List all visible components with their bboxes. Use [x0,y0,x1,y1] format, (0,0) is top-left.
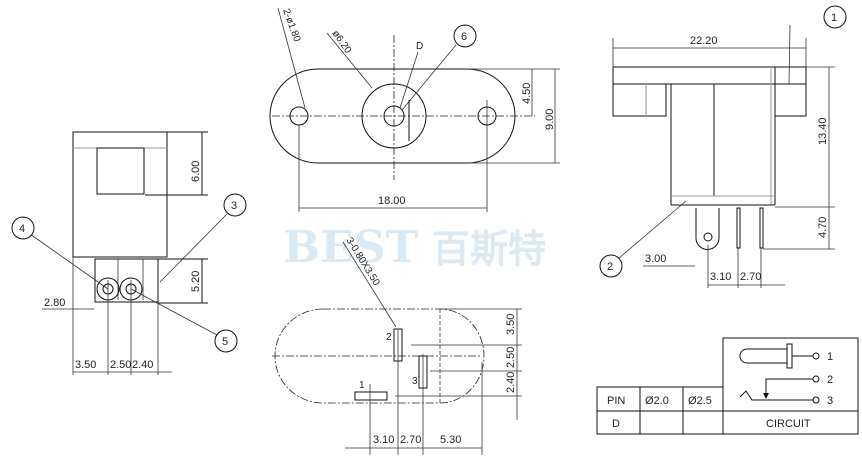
circuit-pin-2: 2 [827,374,833,386]
dim-bottom-1: 3.50 [75,359,96,371]
balloon-3 [223,193,247,217]
dim-height: 9.00 [544,109,556,130]
dim-pin-gap-2: 2.70 [740,271,761,283]
circuit-label: CIRCUIT [766,418,811,430]
dim-pin-offset: 3.00 [645,253,666,265]
side-view: 22.20 13.40 4.70 3.00 3.10 2.70 1 2 [599,5,847,288]
dim-h3: 5.30 [440,434,461,446]
dim-pin-length: 4.70 [817,217,829,238]
balloon-5 [214,329,238,353]
pin-label-2: 2 [386,332,392,343]
balloon-4 [11,216,35,240]
front-view: 6.00 5.20 2.80 3.50 2.50 2.40 4 3 5 [11,131,247,375]
dim-pin-height: 5.20 [190,271,202,292]
dim-half-height: 4.50 [521,83,533,104]
dim-top-height: 6.00 [190,161,202,182]
circuit-pin-1: 1 [827,351,833,363]
header-d25: Ø2.5 [688,395,712,407]
balloon-6 [453,24,477,48]
pin-label-1: 1 [359,380,365,391]
dim-v1: 3.50 [505,314,517,335]
svg-text:4: 4 [19,223,25,235]
watermark-latin: BEST [283,222,419,273]
dim-bottom-3: 2.40 [132,359,153,371]
dim-hole-spacing: 18.00 [378,195,406,207]
cell-pin-d: D [612,418,620,430]
svg-text:6: 6 [461,31,467,43]
dim-h2: 2.70 [400,434,421,446]
balloon-1 [823,5,847,29]
circuit-pin-3: 3 [827,395,833,407]
pin-table: PIN Ø2.0 Ø2.5 D CIRCUIT 1 2 3 [596,337,859,435]
dim-v3: 2.40 [505,372,517,393]
top-view: 2-ø1.80 ø6.20 D 6 4.50 9.00 18.00 [269,7,560,212]
svg-text:5: 5 [222,336,228,348]
watermark: BEST 百斯特 [283,222,546,273]
label-d: D [416,41,423,52]
dim-bottom-2: 2.50 [110,359,131,371]
watermark-chinese: 百斯特 [432,227,546,271]
dim-boss: ø6.20 [330,28,354,56]
svg-text:2: 2 [607,261,613,273]
balloon-2 [599,254,623,278]
circuit-symbol: 1 2 3 [739,343,833,407]
dim-left-offset: 2.80 [44,297,65,309]
dim-pin-gap-1: 3.10 [710,271,731,283]
header-pin: PIN [607,395,625,407]
dim-height: 13.40 [817,117,829,145]
header-d20: Ø2.0 [645,395,669,407]
dim-holes: 2-ø1.80 [280,7,302,44]
dim-h1: 3.10 [373,434,394,446]
pin-label-3: 3 [412,376,418,387]
dim-width: 22.20 [690,35,718,47]
svg-text:3: 3 [231,200,237,212]
svg-text:1: 1 [831,12,837,24]
dim-v2: 2.50 [505,347,517,368]
